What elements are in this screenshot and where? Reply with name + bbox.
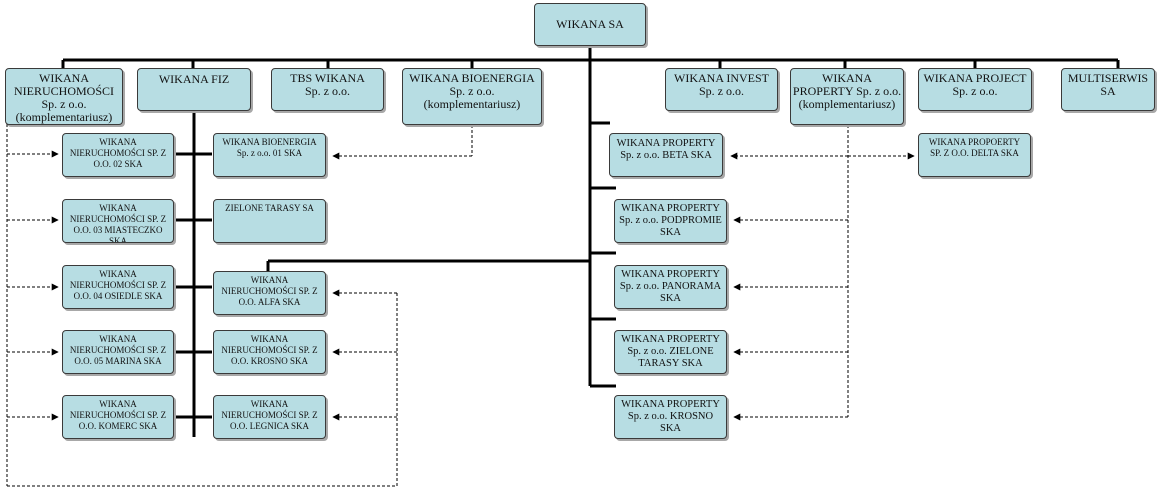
node-wikana-project: WIKANA PROJECT Sp. z o.o. (918, 68, 1032, 111)
node-title: WIKANA NIERUCHOMOŚCI (13, 71, 114, 98)
node-label: WIKANA PROPOERTY SP. Z O.O. DELTA SKA (928, 137, 1021, 158)
node-property-zielone-tarasy: WIKANA PROPERTY Sp. z o.o. ZIELONE TARAS… (614, 330, 727, 374)
node-label: WIKANA PROPERTY Sp. z o.o. PODPROMIE SKA (619, 203, 722, 238)
node-label: WIKANA PROPERTY Sp. z o.o. ZIELONE TARAS… (621, 334, 720, 369)
node-property-beta: WIKANA PROPERTY Sp. z o.o. BETA SKA (609, 133, 723, 177)
node-label: WIKANA NIERUCHOMOŚCI SP. Z O.O. LEGNICA … (221, 399, 318, 431)
node-fiz-right-bioenergia-01: WIKANA BIOENERGIA Sp. z o.o. 01 SKA (213, 133, 326, 177)
node-title: WIKANA PROJECT (923, 71, 1027, 85)
node-title: WIKANA BIOENERGIA (409, 71, 535, 85)
node-root: WIKANA SA (534, 3, 646, 46)
node-fiz-left-03: WIKANA NIERUCHOMOŚCI SP. Z O.O. 03 MIAST… (62, 199, 174, 243)
node-fiz-left-komerc: WIKANA NIERUCHOMOŚCI SP. Z O.O. KOMERC S… (62, 395, 174, 439)
node-title: TBS WIKANA (290, 71, 365, 85)
node-label: WIKANA NIERUCHOMOŚCI SP. Z O.O. KOMERC S… (69, 399, 167, 431)
node-wikana-nieruchomosci: WIKANA NIERUCHOMOŚCI Sp. z o.o. (komplem… (5, 68, 123, 125)
node-fiz-left-04: WIKANA NIERUCHOMOŚCI SP. Z O.O. 04 OSIED… (62, 265, 174, 309)
node-label: WIKANA PROPERTY Sp. z o.o. PANORAMA SKA (619, 269, 722, 304)
node-label: WIKANA NIERUCHOMOŚCI SP. Z O.O. ALFA SKA (221, 275, 318, 307)
node-title: WIKANA FIZ (158, 72, 230, 86)
node-fiz-left-02: WIKANA NIERUCHOMOŚCI SP. Z O.O. 02 SKA (62, 133, 174, 177)
node-subtitle: Sp. z o.o. (komplementariusz) (423, 84, 521, 111)
node-label: ZIELONE TARASY SA (225, 203, 314, 213)
node-title: WIKANA INVEST (674, 71, 769, 85)
ownership-lines (61, 45, 1120, 437)
management-lines (6, 124, 915, 487)
node-property-delta: WIKANA PROPOERTY SP. Z O.O. DELTA SKA (918, 133, 1031, 177)
node-property-panorama: WIKANA PROPERTY Sp. z o.o. PANORAMA SKA (614, 265, 727, 309)
node-label: WIKANA PROPERTY Sp. z o.o. KROSNO SKA (621, 399, 720, 434)
node-wikana-property: WIKANA PROPERTY Sp. z o.o. (komplementar… (790, 68, 904, 125)
node-title: MULTISERWIS SA (1067, 71, 1149, 98)
node-subtitle: Sp. z o.o. (305, 84, 350, 98)
node-label: WIKANA PROPERTY Sp. z o.o. BETA SKA (616, 138, 716, 161)
node-fiz-right-alfa: WIKANA NIERUCHOMOŚCI SP. Z O.O. ALFA SKA (213, 271, 326, 315)
node-subtitle: (komplementariusz) (798, 97, 896, 111)
node-fiz-right-krosno: WIKANA NIERUCHOMOŚCI SP. Z O.O. KROSNO S… (213, 330, 326, 374)
node-wikana-invest: WIKANA INVEST Sp. z o.o. (665, 68, 778, 111)
node-fiz-right-zielone-tarasy: ZIELONE TARASY SA (213, 199, 326, 243)
node-subtitle: Sp. z o.o. (952, 84, 998, 98)
node-property-krosno: WIKANA PROPERTY Sp. z o.o. KROSNO SKA (614, 395, 727, 439)
node-title: WIKANA PROPERTY Sp. z o.o. (792, 71, 902, 98)
node-label: WIKANA NIERUCHOMOŚCI SP. Z O.O. 04 OSIED… (69, 269, 167, 301)
node-multiserwis: MULTISERWIS SA (1061, 68, 1155, 111)
node-subtitle: Sp. z o.o. (699, 84, 744, 98)
node-property-podpromie: WIKANA PROPERTY Sp. z o.o. PODPROMIE SKA (614, 199, 727, 243)
node-wikana-fiz: WIKANA FIZ (137, 68, 251, 111)
node-tbs-wikana: TBS WIKANA Sp. z o.o. (271, 68, 384, 111)
node-fiz-left-05: WIKANA NIERUCHOMOŚCI SP. Z O.O. 05 MARIN… (62, 330, 174, 374)
node-wikana-bioenergia: WIKANA BIOENERGIA Sp. z o.o. (komplement… (402, 68, 542, 125)
node-label: WIKANA NIERUCHOMOŚCI SP. Z O.O. 02 SKA (69, 137, 167, 169)
node-label: WIKANA NIERUCHOMOŚCI SP. Z O.O. KROSNO S… (221, 334, 318, 366)
node-title: WIKANA SA (556, 17, 624, 31)
node-subtitle: Sp. z o.o. (komplementariusz) (15, 97, 113, 124)
node-label: WIKANA NIERUCHOMOŚCI SP. Z O.O. 03 MIAST… (69, 203, 167, 243)
node-label: WIKANA NIERUCHOMOŚCI SP. Z O.O. 05 MARIN… (69, 334, 167, 366)
node-label: WIKANA BIOENERGIA Sp. z o.o. 01 SKA (222, 137, 317, 158)
node-fiz-right-legnica: WIKANA NIERUCHOMOŚCI SP. Z O.O. LEGNICA … (213, 395, 326, 439)
